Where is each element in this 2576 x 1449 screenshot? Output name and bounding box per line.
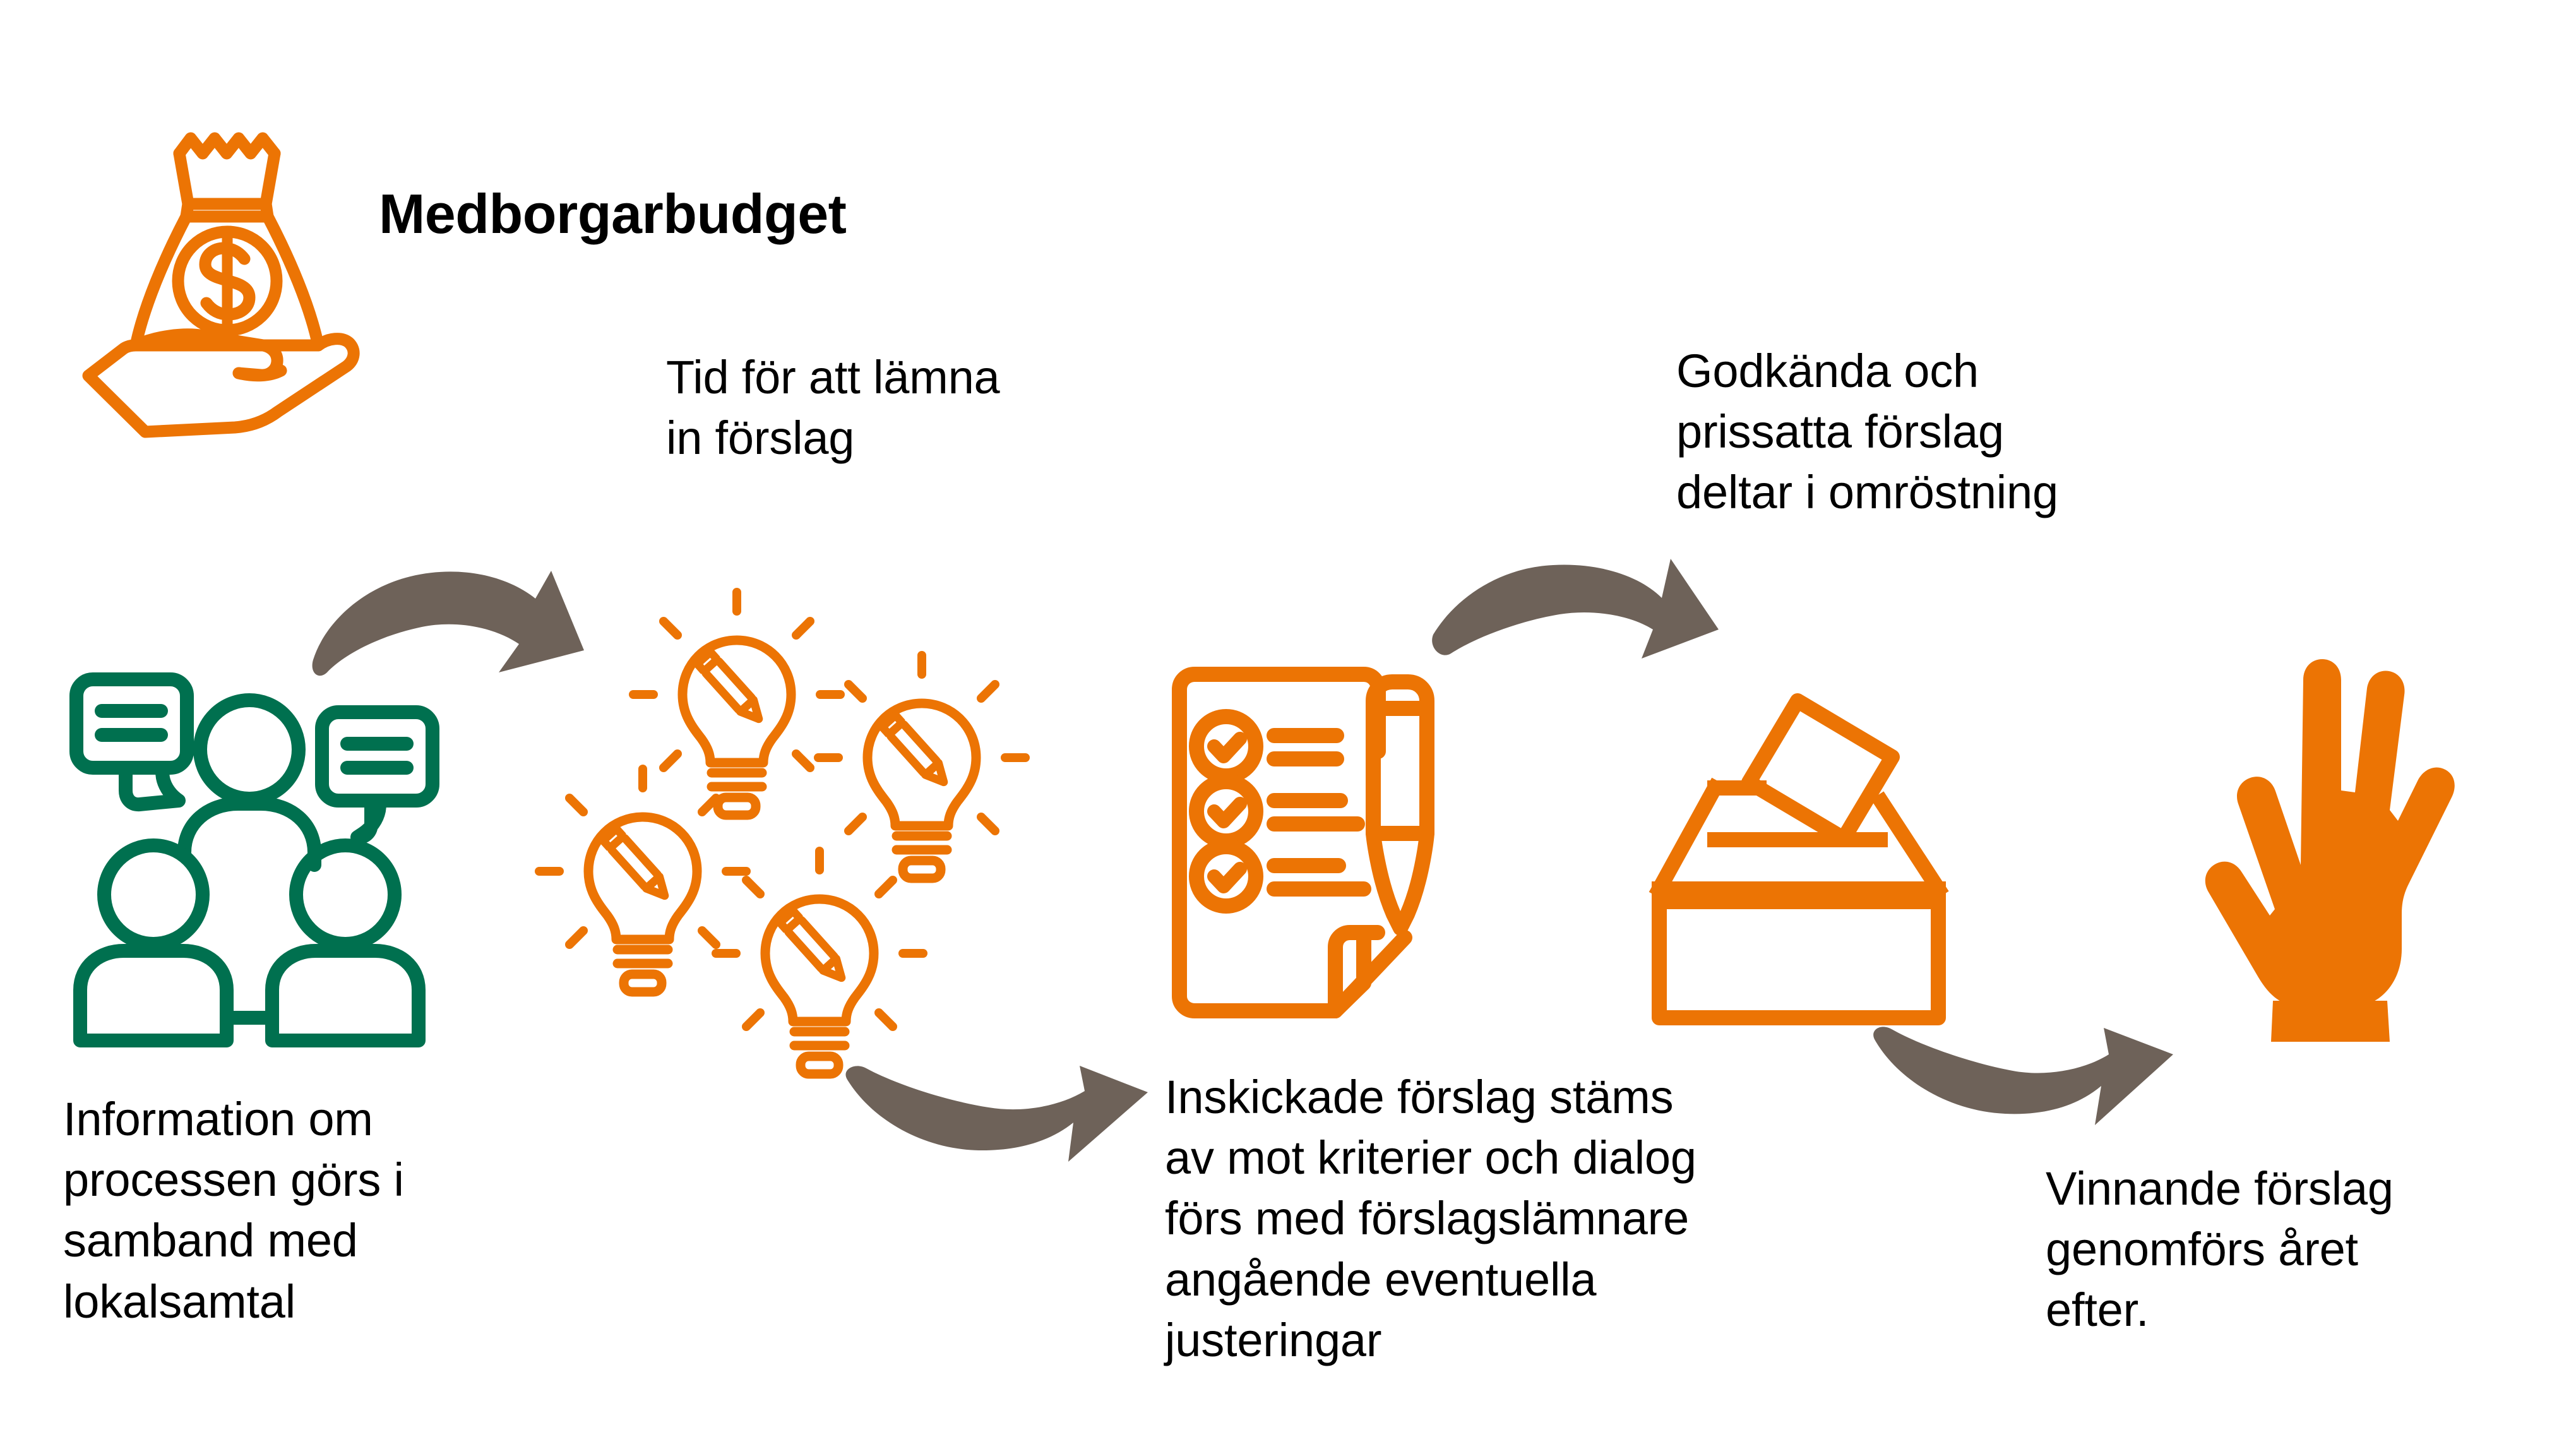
caption-time-to-submit-proposals: Tid för att lämna in förslag [666, 351, 1000, 465]
curved-arrow-right-icon [833, 1023, 1155, 1187]
people-discussion-icon [60, 657, 439, 1048]
checklist-with-pen-icon [1155, 650, 1503, 1035]
caption-submitted-proposals-review: Inskickade förslag stäms av mot kriterie… [1165, 1071, 1696, 1366]
curved-arrow-right-icon [1869, 1010, 2178, 1168]
page-title: Medborgarbudget [379, 182, 847, 245]
caption-winning-proposals-implemented: Vinnande förslag genomförs året efter. [2046, 1162, 2394, 1337]
raised-hand-icon [2200, 650, 2459, 1048]
curved-arrow-right-icon [309, 556, 587, 701]
ballot-box-icon [1623, 669, 2008, 1029]
caption-approved-and-priced-proposals: Godkända och prissatta förslag deltar i … [1676, 345, 2058, 519]
curved-arrow-right-icon [1432, 552, 1724, 710]
caption-information-about-process: Information om processen görs i samband … [63, 1093, 404, 1328]
money-bag-in-hand-icon [69, 123, 385, 439]
idea-lightbulbs-icon [524, 556, 1023, 1061]
